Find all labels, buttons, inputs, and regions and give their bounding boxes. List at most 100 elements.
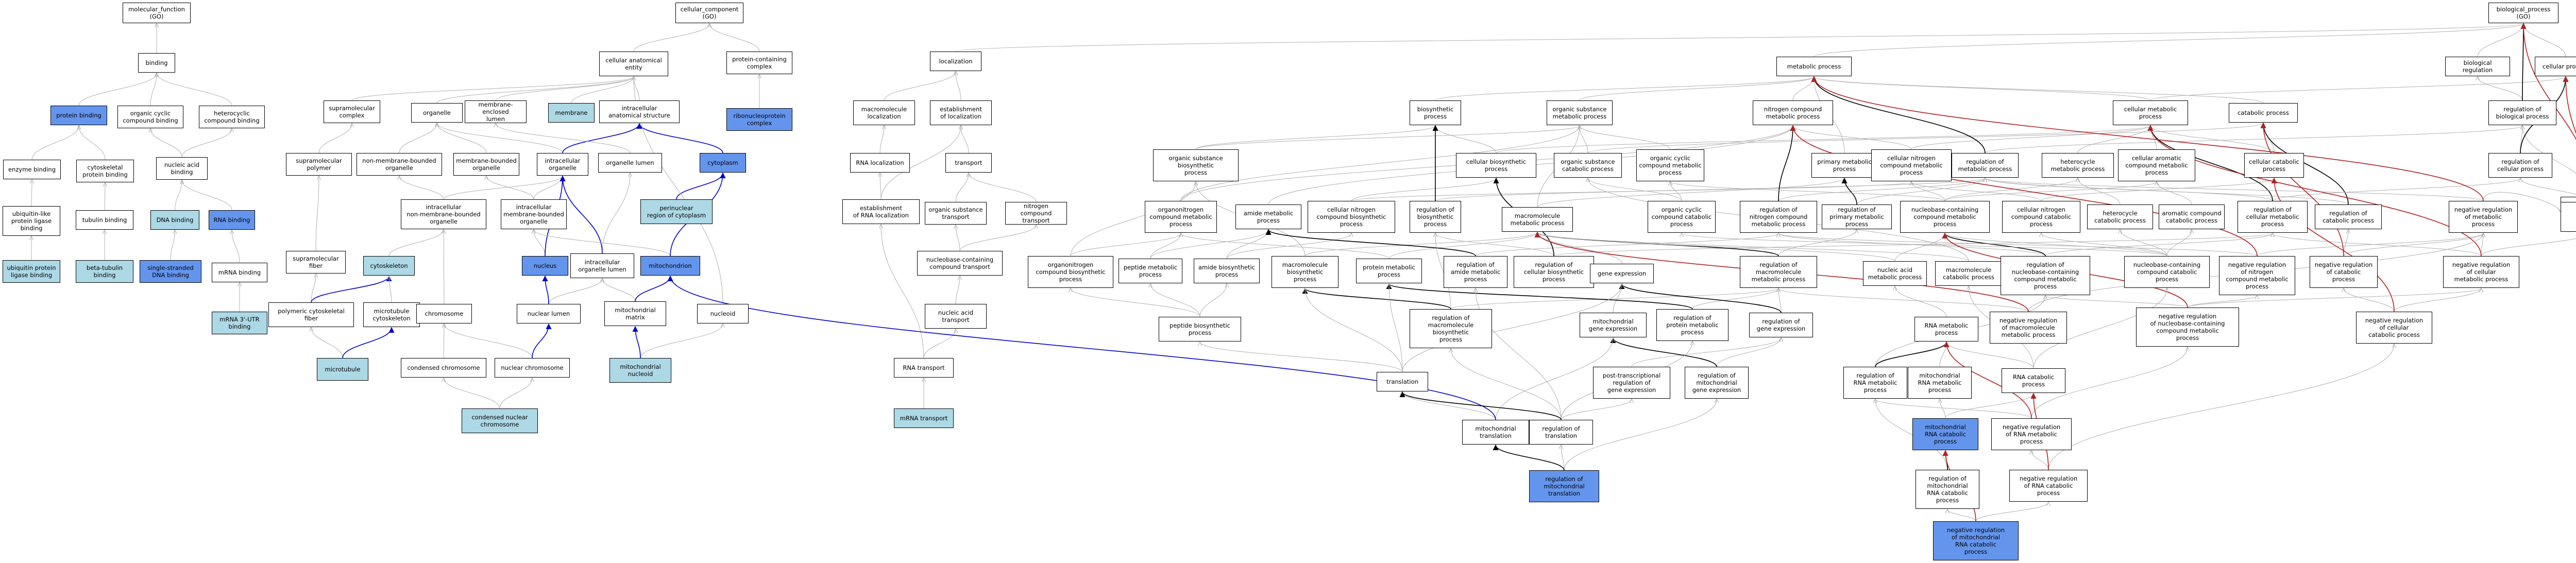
- go-term-cellular-nitrogen-catabolic[interactable]: cellular nitrogen compound catabolic pro…: [2002, 201, 2080, 233]
- go-term-perinuclear-region[interactable]: perinuclear region of cytoplasm: [640, 199, 713, 224]
- go-term-regulation-metabolic[interactable]: regulation of metabolic process: [1952, 153, 2019, 178]
- go-term-organonitrogen-biosynthetic[interactable]: organonitrogen compound biosynthetic pro…: [1028, 256, 1113, 288]
- go-term-organic-cyclic-binding[interactable]: organic cyclic compound binding: [117, 106, 183, 128]
- go-term-regulation-cellular-process[interactable]: regulation of cellular process: [2488, 153, 2552, 178]
- go-term-membrane-bounded-organelle[interactable]: membrane-bounded organelle: [453, 153, 519, 176]
- go-term-cytoskeleton[interactable]: cytoskeleton: [363, 256, 415, 276]
- go-term-regulation-cellular-metabolic[interactable]: regulation of cellular metabolic process: [2238, 201, 2308, 233]
- go-term-regulation-mitochondrial-gene-expression[interactable]: regulation of mitochondrial gene express…: [1685, 367, 1749, 399]
- go-term-dna-binding[interactable]: DNA binding: [150, 210, 199, 230]
- go-term-intracellular-organelle-lumen[interactable]: intracellular organelle lumen: [570, 253, 634, 278]
- go-term-organic-substance-biosynthetic[interactable]: organic substance biosynthetic process: [1153, 149, 1239, 181]
- go-term-regulation-macromolecule-biosynthetic[interactable]: regulation of macromolecule biosynthetic…: [1410, 309, 1492, 348]
- go-term-amide-metabolic[interactable]: amide metabolic process: [1235, 204, 1301, 229]
- go-term-peptide-biosynthetic[interactable]: peptide biosynthetic process: [1159, 317, 1241, 342]
- go-term-non-membrane-bounded-organelle[interactable]: non-membrane-bounded organelle: [357, 153, 442, 176]
- go-term-mrna-binding[interactable]: mRNA binding: [212, 263, 267, 282]
- go-term-organelle[interactable]: organelle: [411, 103, 463, 123]
- go-term-cytoplasm[interactable]: cytoplasm: [700, 153, 746, 173]
- go-term-rna-binding[interactable]: RNA binding: [209, 210, 255, 230]
- go-term-amide-biosynthetic[interactable]: amide biosynthetic process: [1194, 259, 1260, 283]
- go-term-tubulin-binding[interactable]: tubulin binding: [76, 210, 133, 230]
- go-term-mitochondrial-translation[interactable]: mitochondrial translation: [1462, 420, 1529, 445]
- go-term-microtubule-cytoskeleton[interactable]: microtubule cytoskeleton: [363, 302, 420, 327]
- go-term-heterocycle-catabolic[interactable]: heterocycle catabolic process: [2087, 204, 2153, 229]
- go-term-gene-expression[interactable]: gene expression: [1590, 264, 1654, 283]
- go-term-regulation-mitochondrial-rna-catabolic[interactable]: regulation of mitochondrial RNA cataboli…: [1916, 470, 1979, 509]
- go-term-cellular-process[interactable]: cellular process: [2535, 57, 2576, 76]
- go-term-catabolic-process[interactable]: catabolic process: [2229, 103, 2298, 123]
- go-term-supramolecular-polymer[interactable]: supramolecular polymer: [286, 153, 352, 176]
- go-term-intracellular-organelle[interactable]: intracellular organelle: [537, 153, 588, 176]
- go-term-mitochondrial-matrix[interactable]: mitochondrial matrix: [604, 301, 666, 326]
- go-term-organic-cyclic-catabolic[interactable]: organic cyclic compound catabolic proces…: [1648, 201, 1716, 233]
- go-term-localization[interactable]: localization: [930, 52, 981, 71]
- go-term-supramolecular-complex[interactable]: supramolecular complex: [324, 100, 380, 123]
- go-term-regulation-primary-metabolic[interactable]: regulation of primary metabolic process: [1822, 204, 1892, 229]
- go-term-polymeric-cytoskeletal-fiber[interactable]: polymeric cytoskeletal fiber: [268, 302, 354, 327]
- go-term-organic-substance-transport[interactable]: organic substance transport: [925, 202, 987, 225]
- go-term-nucleic-acid-binding[interactable]: nucleic acid binding: [156, 157, 208, 180]
- go-term-intracellular-membrane-organelle[interactable]: intracellular membrane-bounded organelle: [501, 199, 567, 229]
- go-term-beta-tubulin-binding[interactable]: beta-tubulin binding: [76, 260, 133, 283]
- go-term-macromolecule-localization[interactable]: macromolecule localization: [853, 100, 915, 125]
- go-term-heterocycle-metabolic[interactable]: heterocycle metabolic process: [2042, 153, 2114, 178]
- go-term-macromolecule-metabolic[interactable]: macromolecule metabolic process: [1502, 207, 1573, 232]
- go-term-ubiquitin-ligase-binding[interactable]: ubiquitin protein ligase binding: [3, 260, 60, 283]
- go-term-supramolecular-fiber[interactable]: supramolecular fiber: [286, 251, 346, 274]
- go-term-condensed-nuclear-chromosome[interactable]: condensed nuclear chromosome: [462, 408, 538, 433]
- go-term-rna-localization[interactable]: RNA localization: [850, 153, 910, 173]
- go-term-binding[interactable]: binding: [138, 53, 175, 73]
- go-term-regulation-macromolecule-metabolic[interactable]: regulation of macromolecule metabolic pr…: [1740, 256, 1817, 288]
- go-term-nucleus[interactable]: nucleus: [522, 256, 568, 276]
- go-term-negative-regulation-rna-metabolic[interactable]: negative regulation of RNA metabolic pro…: [1991, 418, 2072, 450]
- go-term-nucleobase-catabolic[interactable]: nucleobase-containing compound catabolic…: [2124, 256, 2210, 288]
- go-term-bp[interactable]: biological_process (GO): [2488, 3, 2558, 23]
- go-term-cellular-nitrogen-metabolic[interactable]: cellular nitrogen compound metabolic pro…: [1871, 149, 1952, 181]
- go-term-regulation-gene-expression[interactable]: regulation of gene expression: [1749, 313, 1813, 337]
- go-term-nucleic-acid-metabolic[interactable]: nucleic acid metabolic process: [1863, 261, 1927, 286]
- go-term-mitochondrial-rna-metabolic[interactable]: mitochondrial RNA metabolic process: [1908, 367, 1972, 399]
- go-term-nuclear-chromosome[interactable]: nuclear chromosome: [495, 358, 570, 378]
- go-term-cytoskeletal-protein-binding[interactable]: cytoskeletal protein binding: [76, 160, 134, 182]
- go-term-macromolecule-catabolic[interactable]: macromolecule catabolic process: [1935, 261, 2002, 286]
- go-term-organic-substance-metabolic[interactable]: organic substance metabolic process: [1547, 100, 1613, 125]
- go-term-establishment-of-localization[interactable]: establishment of localization: [930, 100, 992, 125]
- go-term-regulation-amide-metabolic[interactable]: regulation of amide metabolic process: [1444, 256, 1507, 288]
- go-term-peptide-metabolic[interactable]: peptide metabolic process: [1118, 259, 1182, 283]
- go-term-transport[interactable]: transport: [945, 153, 992, 173]
- go-term-post-transcriptional-regulation[interactable]: post-transcriptional regulation of gene …: [1593, 367, 1670, 399]
- go-term-negative-regulation-rna-catabolic[interactable]: negative regulation of RNA catabolic pro…: [2009, 470, 2088, 502]
- go-term-negative-regulation-cellular-process[interactable]: negative regulation of cellular process: [2561, 202, 2576, 232]
- go-term-nitrogen-compound-metabolic[interactable]: nitrogen compound metabolic process: [1753, 100, 1833, 125]
- go-term-negative-regulation-mitochondrial-rna-catabolic[interactable]: negative regulation of mitochondrial RNA…: [1933, 521, 2019, 560]
- go-term-cellular-biosynthetic[interactable]: cellular biosynthetic process: [1456, 153, 1536, 178]
- go-term-negative-regulation-catabolic[interactable]: negative regulation of catabolic process: [2310, 256, 2378, 288]
- go-term-cellular-anatomical-entity[interactable]: cellular anatomical entity: [599, 52, 668, 76]
- go-term-metabolic-process[interactable]: metabolic process: [1776, 57, 1852, 76]
- go-term-regulation-cellular-biosynthetic[interactable]: regulation of cellular biosynthetic proc…: [1514, 256, 1594, 288]
- go-term-nucleic-acid-transport[interactable]: nucleic acid transport: [925, 304, 987, 329]
- go-term-mitochondrial-rna-catabolic[interactable]: mitochondrial RNA catabolic process: [1912, 418, 1978, 450]
- go-term-regulation-protein-metabolic[interactable]: regulation of protein metabolic process: [1656, 309, 1728, 341]
- go-term-regulation-biosynthetic[interactable]: regulation of biosynthetic process: [1410, 201, 1461, 233]
- go-term-macromolecule-biosynthetic[interactable]: macromolecule biosynthetic process: [1272, 256, 1338, 288]
- go-term-cellular-metabolic-process[interactable]: cellular metabolic process: [2113, 100, 2188, 125]
- go-term-mf[interactable]: molecular_function (GO): [123, 3, 191, 23]
- go-term-aromatic-catabolic[interactable]: aromatic compound catabolic process: [2159, 204, 2225, 229]
- go-term-negative-regulation-cellular-metabolic[interactable]: negative regulation of cellular metaboli…: [2443, 256, 2519, 288]
- go-term-biological-regulation[interactable]: biological regulation: [2445, 57, 2510, 76]
- go-term-regulation-catabolic[interactable]: regulation of catabolic process: [2315, 204, 2382, 229]
- go-term-heterocyclic-binding[interactable]: heterocyclic compound binding: [199, 106, 265, 128]
- go-term-membrane[interactable]: membrane: [548, 103, 595, 123]
- go-term-microtubule[interactable]: microtubule: [317, 358, 368, 381]
- go-term-nitrogen-compound-transport[interactable]: nitrogen compound transport: [1005, 202, 1067, 225]
- go-term-mrna-transport[interactable]: mRNA transport: [894, 408, 954, 428]
- go-term-nucleoid[interactable]: nucleoid: [697, 304, 749, 323]
- go-term-negative-regulation-nitrogen-metabolic[interactable]: negative regulation of nitrogen compound…: [2219, 256, 2295, 295]
- go-term-cc[interactable]: cellular_component (GO): [675, 3, 743, 23]
- go-term-rna-transport[interactable]: RNA transport: [894, 358, 954, 378]
- go-term-condensed-chromosome[interactable]: condensed chromosome: [401, 358, 486, 378]
- go-term-ssdna-binding[interactable]: single-stranded DNA binding: [140, 260, 201, 283]
- go-term-mitochondrion[interactable]: mitochondrion: [640, 256, 700, 276]
